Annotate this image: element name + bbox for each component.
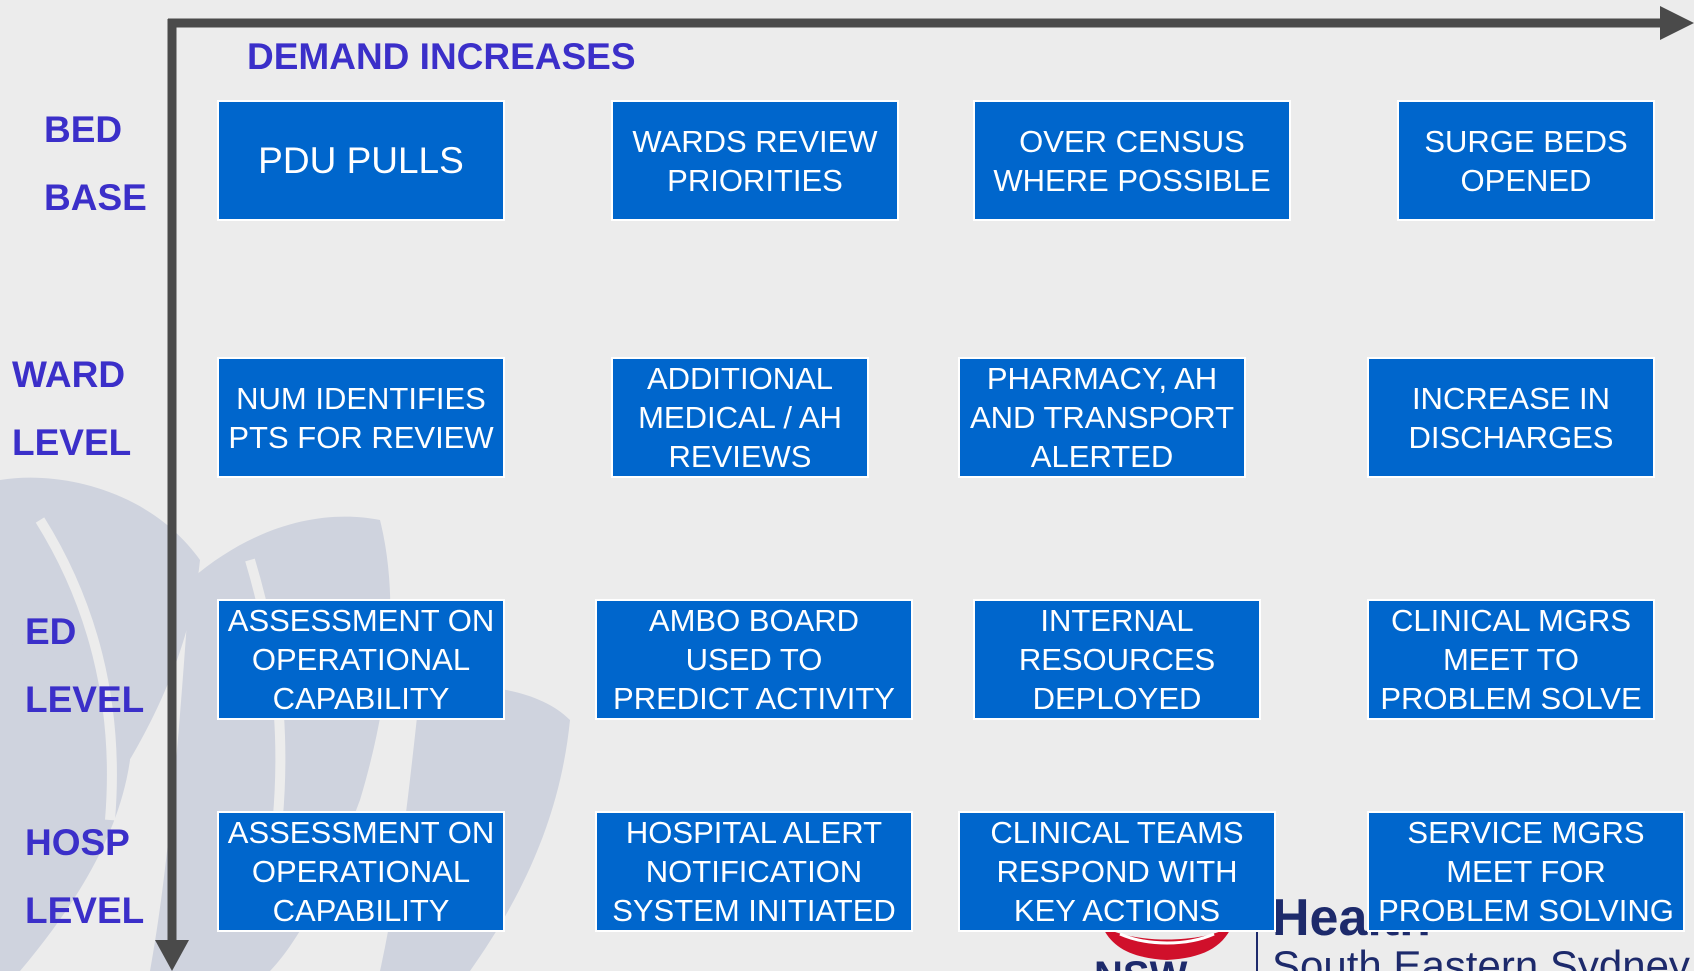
- box-internal-resources: INTERNAL RESOURCES DEPLOYED: [973, 599, 1261, 720]
- logo-subtitle-text: South Eastern Sydney: [1272, 942, 1690, 971]
- row-label-ward-level: WARD LEVEL: [12, 341, 131, 477]
- box-service-mgrs: SERVICE MGRS MEET FOR PROBLEM SOLVING: [1367, 811, 1685, 932]
- box-ambo-board: AMBO BOARD USED TO PREDICT ACTIVITY: [595, 599, 913, 720]
- box-over-census: OVER CENSUS WHERE POSSIBLE: [973, 100, 1291, 221]
- logo-nsw-text: NSW: [1094, 954, 1187, 971]
- right-arrow-icon: [1660, 6, 1694, 40]
- box-pharmacy-alerted: PHARMACY, AH AND TRANSPORT ALERTED: [958, 357, 1246, 478]
- logo-divider: [1256, 928, 1258, 971]
- row-label-line1: WARD: [12, 354, 126, 395]
- row-label-bed-base: BED BASE: [44, 96, 147, 232]
- row-label-hosp-level: HOSP LEVEL: [25, 809, 144, 945]
- box-increase-discharges: INCREASE IN DISCHARGES: [1367, 357, 1655, 478]
- row-label-line1: ED: [25, 611, 77, 652]
- row-label-line2: LEVEL: [25, 890, 145, 931]
- box-clinical-teams: CLINICAL TEAMS RESPOND WITH KEY ACTIONS: [958, 811, 1276, 932]
- box-wards-review-priorities: WARDS REVIEW PRIORITIES: [611, 100, 899, 221]
- box-pdu-pulls: PDU PULLS: [217, 100, 505, 221]
- row-label-line1: BED: [44, 109, 123, 150]
- box-additional-reviews: ADDITIONAL MEDICAL / AH REVIEWS: [611, 357, 869, 478]
- down-arrow-icon: [155, 940, 189, 971]
- box-num-identifies-pts: NUM IDENTIFIES PTS FOR REVIEW: [217, 357, 505, 478]
- box-clinical-mgrs: CLINICAL MGRS MEET TO PROBLEM SOLVE: [1367, 599, 1655, 720]
- waratah-logo-icon: [1102, 926, 1232, 960]
- box-hosp-assessment: ASSESSMENT ON OPERATIONAL CAPABILITY: [217, 811, 505, 932]
- box-ed-assessment: ASSESSMENT ON OPERATIONAL CAPABILITY: [217, 599, 505, 720]
- box-surge-beds-opened: SURGE BEDS OPENED: [1397, 100, 1655, 221]
- row-label-line2: BASE: [44, 177, 147, 218]
- row-label-ed-level: ED LEVEL: [25, 598, 144, 734]
- row-label-line1: HOSP: [25, 822, 130, 863]
- box-hospital-alert: HOSPITAL ALERT NOTIFICATION SYSTEM INITI…: [595, 811, 913, 932]
- row-label-line2: LEVEL: [25, 679, 145, 720]
- row-label-line2: LEVEL: [12, 422, 132, 463]
- demand-increases-title: DEMAND INCREASES: [247, 36, 636, 77]
